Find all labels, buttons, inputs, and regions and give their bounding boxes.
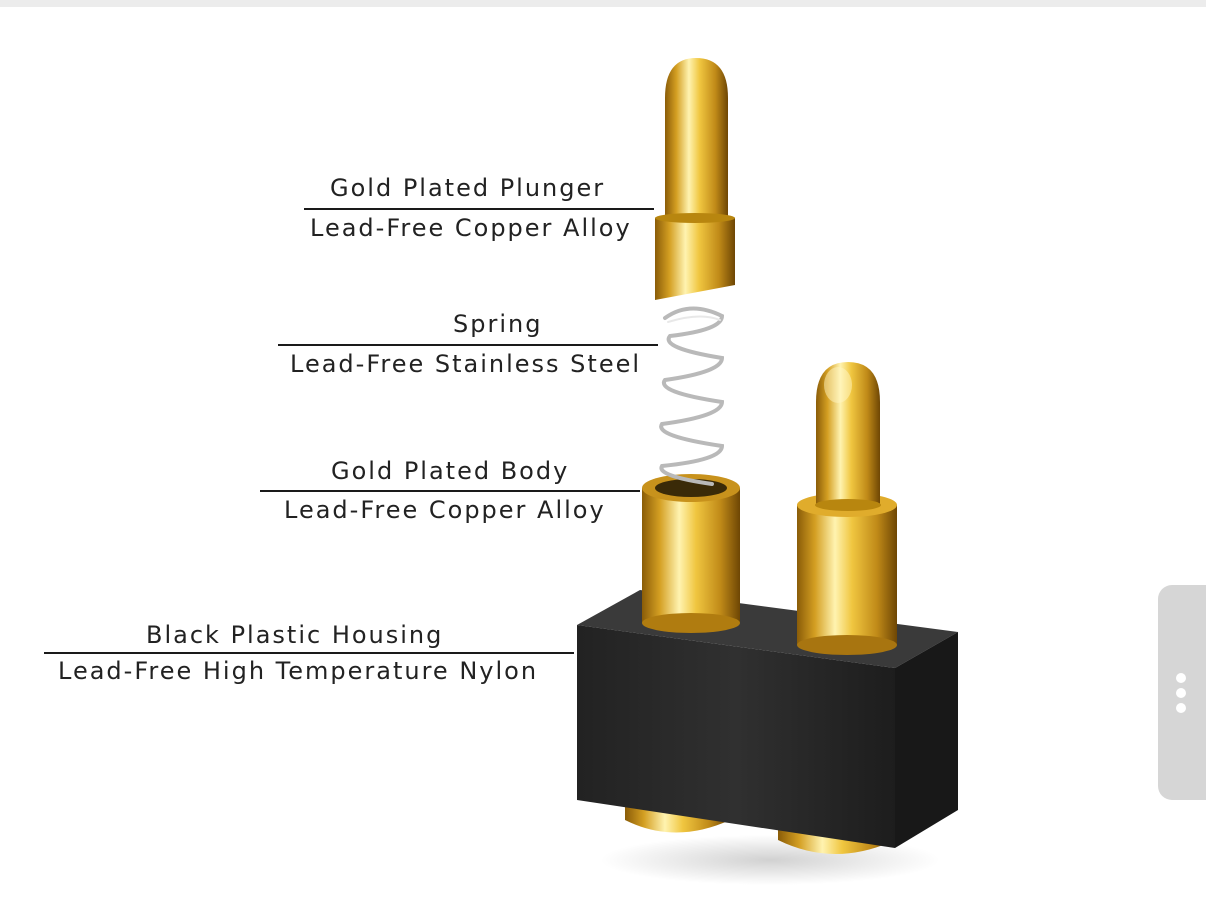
label-plunger-divider <box>304 208 654 210</box>
more-dot-icon <box>1176 688 1186 698</box>
more-dot-icon <box>1176 673 1186 683</box>
top-status-bar <box>0 0 1206 7</box>
label-body-name: Gold Plated Body <box>331 457 570 485</box>
assembled-pin-right <box>797 362 897 655</box>
label-housing-divider <box>44 652 574 654</box>
side-menu-handle[interactable] <box>1158 585 1206 800</box>
label-spring-divider <box>278 344 658 346</box>
gold-plated-plunger <box>655 58 735 300</box>
more-dot-icon <box>1176 703 1186 713</box>
gold-plated-body <box>642 474 740 633</box>
label-body-divider <box>260 490 640 492</box>
spring <box>659 306 725 486</box>
label-plunger-name: Gold Plated Plunger <box>330 174 606 202</box>
label-housing-name: Black Plastic Housing <box>146 621 444 649</box>
label-body-material: Lead-Free Copper Alloy <box>284 496 606 524</box>
label-spring-name: Spring <box>453 310 543 338</box>
label-plunger-material: Lead-Free Copper Alloy <box>310 214 632 242</box>
label-spring-material: Lead-Free Stainless Steel <box>290 350 642 378</box>
label-housing-material: Lead-Free High Temperature Nylon <box>58 657 539 685</box>
